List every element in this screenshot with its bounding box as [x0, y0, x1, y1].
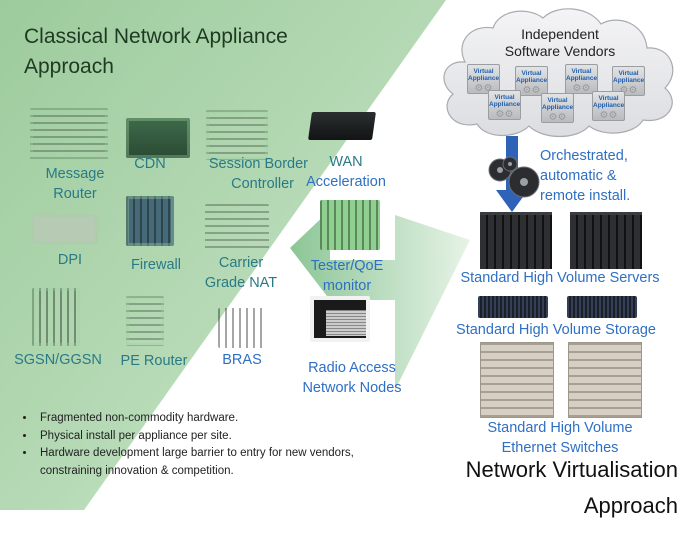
firewall-image [126, 196, 174, 246]
label-line-1: CDN [134, 156, 166, 172]
switch-image [480, 342, 554, 418]
label-line-1: PE Router [120, 353, 188, 369]
label-line-1: Firewall [131, 257, 181, 273]
gears-icon: ⚙⚙ [572, 83, 591, 94]
label-line-2: Network Nodes [302, 380, 402, 396]
tester-qoe-monitor-image [320, 200, 380, 250]
gears-icon [488, 156, 540, 198]
drawbacks-list: Fragmented non-commodity hardware. Physi… [12, 410, 380, 480]
label-line-2: Ethernet Switches [501, 440, 619, 456]
label-line-1: SGSN/GGSN [14, 352, 102, 368]
label-line-1: BRAS [222, 352, 262, 368]
server-image [480, 212, 552, 269]
appliance-label-bras: BRAS [214, 350, 270, 370]
label-line-2: Acceleration [306, 174, 386, 190]
cloud-title: Independent Software Vendors [490, 26, 630, 60]
caption-line-1: Orchestrated, [540, 148, 628, 164]
gears-icon: ⚙⚙ [522, 85, 541, 96]
bullet-item: Fragmented non-commodity hardware. [36, 410, 380, 428]
label-line-1: DPI [57, 252, 83, 268]
va-label-2: Appliance [468, 75, 500, 82]
virtualisation-approach-title: Network Virtualisation Approach [420, 454, 678, 522]
switches-label: Standard High Volume Ethernet Switches [440, 418, 680, 458]
classical-approach-title: Classical Network Appliance Approach [24, 22, 288, 82]
label-line-2: monitor [322, 278, 372, 294]
appliance-label-radio-access-network-nodes: Radio Access Network Nodes [294, 358, 410, 398]
va-label-1: Virtual [598, 95, 619, 102]
server-image [570, 212, 642, 269]
va-label-2: Appliance [613, 77, 645, 84]
cloud-title-line-2: Software Vendors [504, 43, 616, 59]
appliance-label-cdn: CDN [118, 154, 182, 174]
appliance-label-wan-acceleration: WAN Acceleration [300, 152, 392, 192]
va-label-1: Virtual [571, 68, 592, 75]
storage-image [478, 296, 548, 318]
va-label-2: Appliance [566, 75, 598, 82]
caption-line-3: remote install. [540, 188, 631, 204]
appliance-label-session-border-controller: Session Border Controller [196, 154, 308, 194]
gears-icon: ⚙⚙ [619, 85, 638, 96]
title-line-1: Classical Network Appliance [24, 25, 288, 48]
label-line-1: Standard High Volume [487, 420, 633, 436]
va-label-1: Virtual [521, 70, 542, 77]
label-line-2: Router [53, 186, 97, 202]
appliance-label-carrier-grade-nat: Carrier Grade NAT [196, 253, 286, 293]
label-line-2: Grade NAT [204, 275, 278, 291]
label-line-1: Message [45, 166, 105, 182]
va-label-1: Virtual [618, 70, 639, 77]
cloud-title-line-1: Independent [521, 26, 599, 42]
label-line-1: Session Border [208, 156, 308, 172]
title-line-2: Approach [24, 55, 114, 78]
orchestration-caption: Orchestrated, automatic & remote install… [540, 146, 630, 206]
va-label-1: Virtual [494, 94, 515, 101]
wan-acceleration-image [308, 112, 376, 140]
appliance-label-dpi: DPI [40, 250, 100, 270]
label-line-1: WAN [329, 154, 363, 170]
radio-access-image [310, 296, 370, 342]
sgsn-ggsn-image [32, 288, 80, 346]
label-line-1: Radio Access [308, 360, 396, 376]
label-line-1: Tester/QoE [310, 258, 384, 274]
appliance-label-firewall: Firewall [120, 255, 192, 275]
transition-arrow [290, 210, 470, 390]
storage-image [567, 296, 637, 318]
servers-label: Standard High Volume Servers [460, 270, 660, 286]
title-line-2: Approach [583, 493, 678, 518]
storage-label: Standard High Volume Storage [456, 322, 656, 338]
label-line-1: Carrier [218, 255, 264, 271]
caption-line-2: automatic & [540, 168, 617, 184]
label-line-2: Controller [231, 176, 294, 192]
va-label-1: Virtual [547, 97, 568, 104]
cdn-image [126, 118, 190, 158]
title-line-1: Network Virtualisation [465, 457, 678, 482]
va-label-2: Appliance [593, 102, 625, 109]
bullet-item: Physical install per appliance per site. [36, 428, 380, 446]
message-router-image [30, 108, 108, 160]
va-label-2: Appliance [516, 77, 548, 84]
appliance-label-tester-qoe-monitor: Tester/QoE monitor [304, 256, 390, 296]
va-label-2: Appliance [489, 101, 521, 108]
session-border-controller-image [206, 110, 268, 160]
gears-icon: ⚙⚙ [599, 110, 618, 121]
va-label-2: Appliance [542, 104, 574, 111]
gears-icon: ⚙⚙ [495, 109, 514, 120]
switch-image [568, 342, 642, 418]
appliance-label-pe-router: PE Router [114, 351, 194, 371]
pe-router-image [126, 296, 164, 346]
bullet-item: Hardware development large barrier to en… [36, 445, 380, 480]
appliance-label-message-router: Message Router [30, 164, 120, 204]
carrier-grade-nat-image [205, 204, 269, 250]
bras-image [218, 308, 266, 348]
va-label-1: Virtual [473, 68, 494, 75]
gears-icon: ⚙⚙ [548, 112, 567, 123]
appliance-label-sgsn-ggsn: SGSN/GGSN [10, 350, 106, 370]
gears-icon: ⚙⚙ [474, 83, 493, 94]
dpi-image [32, 214, 98, 244]
